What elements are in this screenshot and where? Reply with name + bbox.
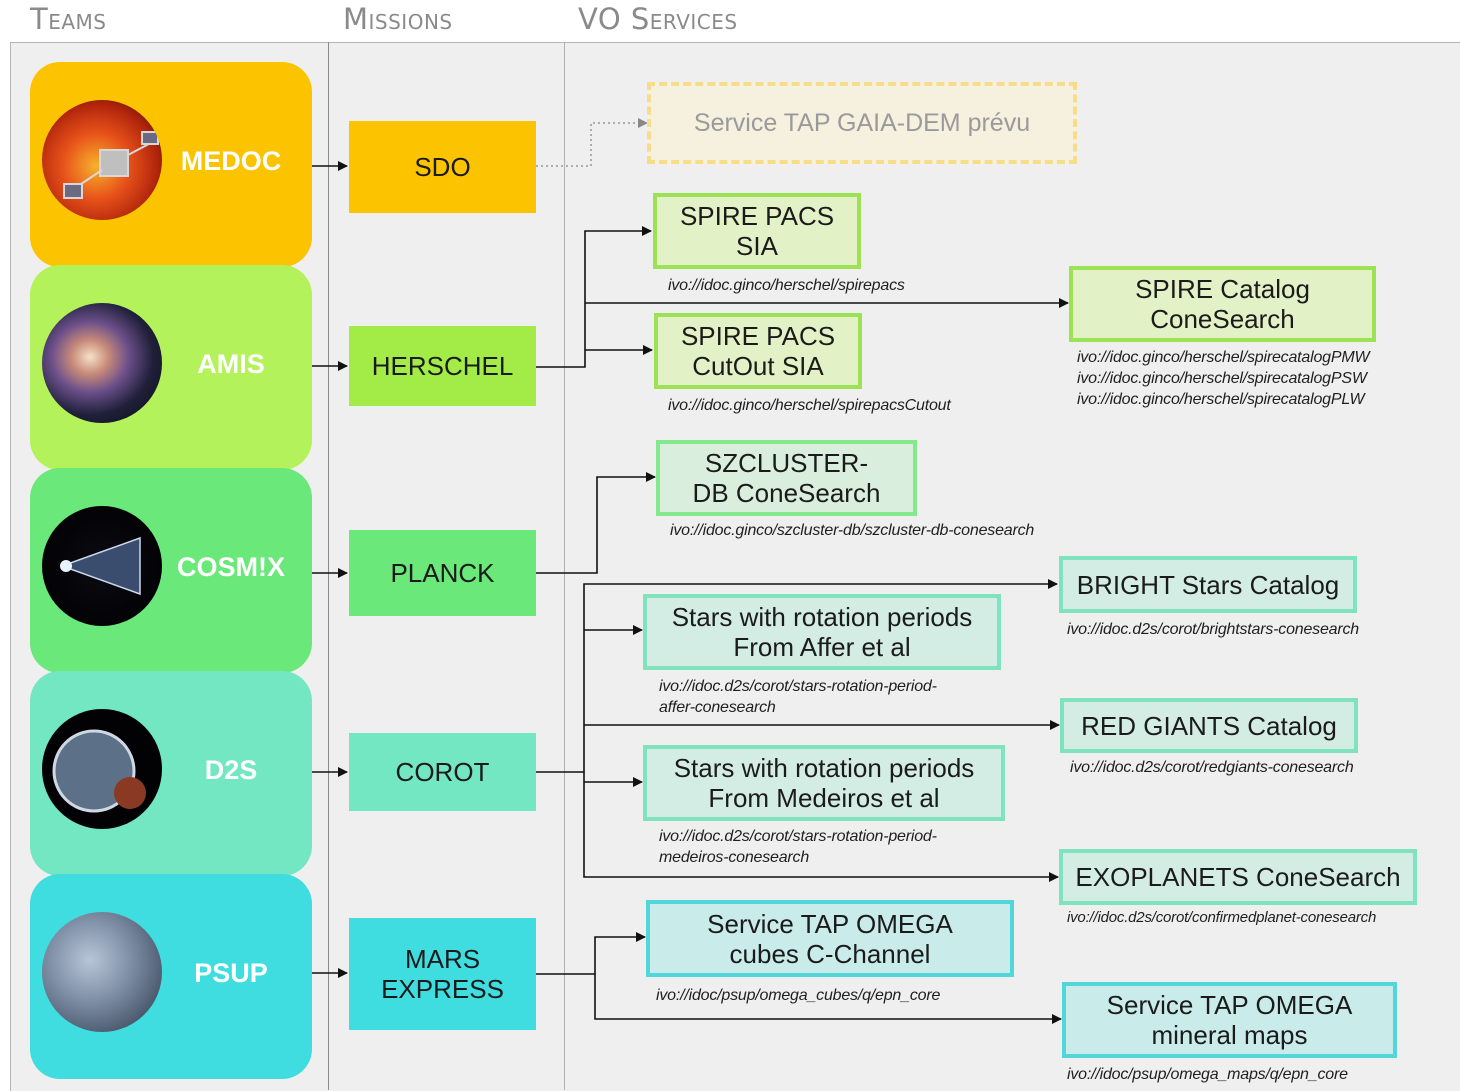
- mission-sdo: SDO: [349, 121, 536, 213]
- team-amis: AMIS: [30, 265, 312, 470]
- service-bright-stars: BRIGHT Stars Catalog: [1059, 556, 1357, 613]
- service-spire-catalog: SPIRE Catalog ConeSearch: [1069, 266, 1376, 342]
- team-name: MEDOC: [180, 146, 282, 176]
- cosmic-timeline-image: [42, 506, 162, 626]
- galaxy-image: [42, 303, 162, 423]
- ivo-identifier: ivo://idoc.d2s/corot/stars-rotation-peri…: [659, 678, 937, 716]
- sun-spacecraft-image: [42, 100, 162, 220]
- team-name: D2S: [204, 755, 258, 785]
- service-szcluster-db: SZCLUSTER-DB ConeSearch: [656, 440, 917, 516]
- service-red-giants: RED GIANTS Catalog: [1060, 698, 1358, 753]
- service-spire-pacs-sia: SPIRE PACS SIA: [653, 193, 861, 269]
- mission-herschel: HERSCHEL: [349, 326, 536, 406]
- missions-header: Missions: [343, 2, 453, 36]
- missions-services-divider: [564, 42, 565, 1090]
- service-omega-mineral-maps: Service TAP OMEGA mineral maps: [1062, 982, 1397, 1058]
- universe-expansion-icon: [59, 536, 141, 596]
- mission-corot: COROT: [349, 733, 536, 811]
- team-medoc: MEDOC: [30, 62, 312, 267]
- ivo-identifier: ivo://idoc.ginco/herschel/spirepacs: [668, 277, 905, 294]
- mission-mars-express: MARS EXPRESS: [349, 918, 536, 1030]
- satellite-icon: [63, 131, 161, 199]
- service-omega-cubes: Service TAP OMEGA cubes C-Channel: [646, 900, 1014, 977]
- team-d2s: D2S: [30, 671, 312, 876]
- ivo-identifier: ivo://idoc.d2s/corot/brightstars-conesea…: [1067, 621, 1359, 638]
- mission-planck: PLANCK: [349, 530, 536, 616]
- teams-missions-divider: [328, 42, 329, 1090]
- team-psup: PSUP: [30, 874, 312, 1079]
- ivo-identifier: ivo://idoc/psup/omega_maps/q/epn_core: [1067, 1066, 1348, 1083]
- team-name: COSM!X: [177, 552, 285, 582]
- service-rotation-affer: Stars with rotation periods From Affer e…: [643, 594, 1001, 670]
- teams-header: Teams: [30, 2, 107, 36]
- ivo-identifier: ivo://idoc.d2s/corot/confirmedplanet-con…: [1067, 909, 1377, 926]
- service-gaia-dem-planned: Service TAP GAIA-DEM prévu: [647, 82, 1077, 164]
- service-rotation-medeiros: Stars with rotation periods From Medeiro…: [643, 745, 1005, 821]
- ivo-identifier: ivo://idoc/psup/omega_cubes/q/epn_core: [656, 987, 941, 1004]
- ivo-identifier: ivo://idoc.ginco/herschel/spirecatalogPM…: [1077, 349, 1370, 408]
- vo-services-header: VO Services: [578, 2, 738, 36]
- planets-icon: [52, 729, 146, 813]
- service-spire-pacs-cutout: SPIRE PACS CutOut SIA: [654, 313, 862, 389]
- planet-image: [42, 709, 162, 829]
- team-name: AMIS: [197, 349, 265, 379]
- mars-surface-image: [42, 912, 162, 1032]
- ivo-identifier: ivo://idoc.d2s/corot/stars-rotation-peri…: [659, 828, 937, 866]
- ivo-identifier: ivo://idoc.d2s/corot/redgiants-conesearc…: [1070, 759, 1354, 776]
- ivo-identifier: ivo://idoc.ginco/szcluster-db/szcluster-…: [670, 522, 1035, 539]
- ivo-identifier: ivo://idoc.ginco/herschel/spirepacsCutou…: [668, 397, 951, 414]
- team-name: PSUP: [194, 958, 268, 988]
- service-exoplanets: EXOPLANETS ConeSearch: [1059, 849, 1417, 905]
- team-cosmix: COSM!X: [30, 468, 312, 673]
